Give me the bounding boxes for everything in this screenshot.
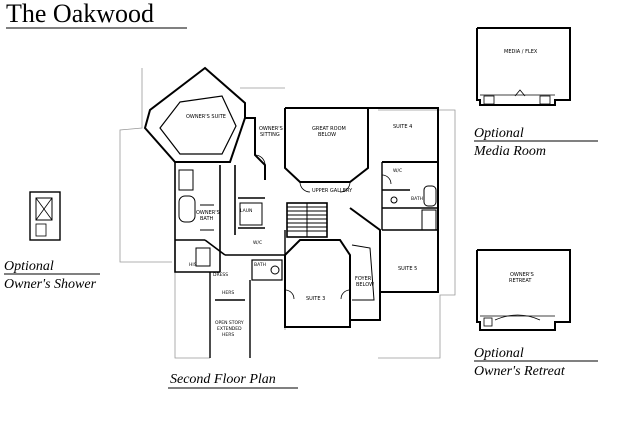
label-owners-bath-2: BATH (200, 216, 214, 222)
caption-owners-retreat-1: Optional (474, 346, 524, 361)
label-bath-center: BATH (254, 262, 266, 268)
label-owners-retreat-2: RETREAT (509, 278, 532, 284)
center-walls (244, 103, 439, 293)
label-foyer-1: FOYER (355, 276, 372, 282)
label-owners-sitting-2: SITTING (260, 132, 280, 138)
optional-owners-retreat-detail (476, 249, 571, 331)
label-owners-suite: OWNER'S SUITE (186, 114, 226, 120)
label-foyer-2: BELOW (356, 282, 374, 288)
label-great-room-1: GREAT ROOM (312, 126, 346, 132)
label-owners-retreat-1: OWNER'S (510, 272, 534, 278)
caption-second-floor-plan: Second Floor Plan (170, 372, 276, 387)
foyer-walls (349, 207, 381, 321)
label-his: HIS (189, 262, 197, 268)
label-media-flex: MEDIA / FLEX (504, 49, 538, 55)
optional-media-room-detail (476, 27, 571, 106)
open-story-column (209, 272, 251, 358)
caption-media-room-1: Optional (474, 126, 524, 141)
caption-owners-shower-1: Optional (4, 259, 54, 274)
room-labels: OWNER'S SUITE OWNER'S SITTING GREAT ROOM… (186, 114, 423, 338)
label-laun: LAUN (240, 208, 252, 214)
label-hers: HERS (222, 290, 234, 296)
label-open-story-1: OPEN STORY (215, 320, 244, 326)
label-great-room-2: BELOW (318, 132, 336, 138)
label-suite-4: SUITE 4 (393, 124, 412, 130)
second-floor-plan (119, 66, 456, 359)
stair (286, 202, 328, 238)
optional-owners-shower-detail (29, 191, 61, 241)
caption-owners-shower-2: Owner's Shower (4, 277, 97, 292)
label-bath-right: BATH (411, 196, 423, 202)
label-suite-5: SUITE 5 (398, 266, 417, 272)
owners-bath-walls (174, 162, 265, 273)
label-wc-right: W/C (393, 168, 402, 174)
label-dress: DRESS (213, 272, 228, 278)
label-open-story-3: HERS (222, 332, 234, 338)
label-upper-gallery: UPPER GALLERY (312, 188, 353, 194)
caption-media-room-2: Media Room (473, 144, 546, 159)
label-open-story-2: EXTENDED (217, 326, 242, 332)
plan-title: The Oakwood (6, 0, 154, 28)
laundry-bath-walls (225, 202, 286, 285)
caption-owners-retreat-2: Owner's Retreat (474, 364, 566, 379)
suite-3-walls (284, 239, 351, 328)
label-suite-3: SUITE 3 (306, 296, 325, 302)
label-owners-sitting-1: OWNER'S (259, 126, 283, 132)
label-wc-left: W/C (253, 240, 262, 246)
door-swings (254, 154, 392, 300)
label-owners-bath-1: OWNER'S (196, 210, 220, 216)
right-bath-walls (381, 162, 438, 231)
